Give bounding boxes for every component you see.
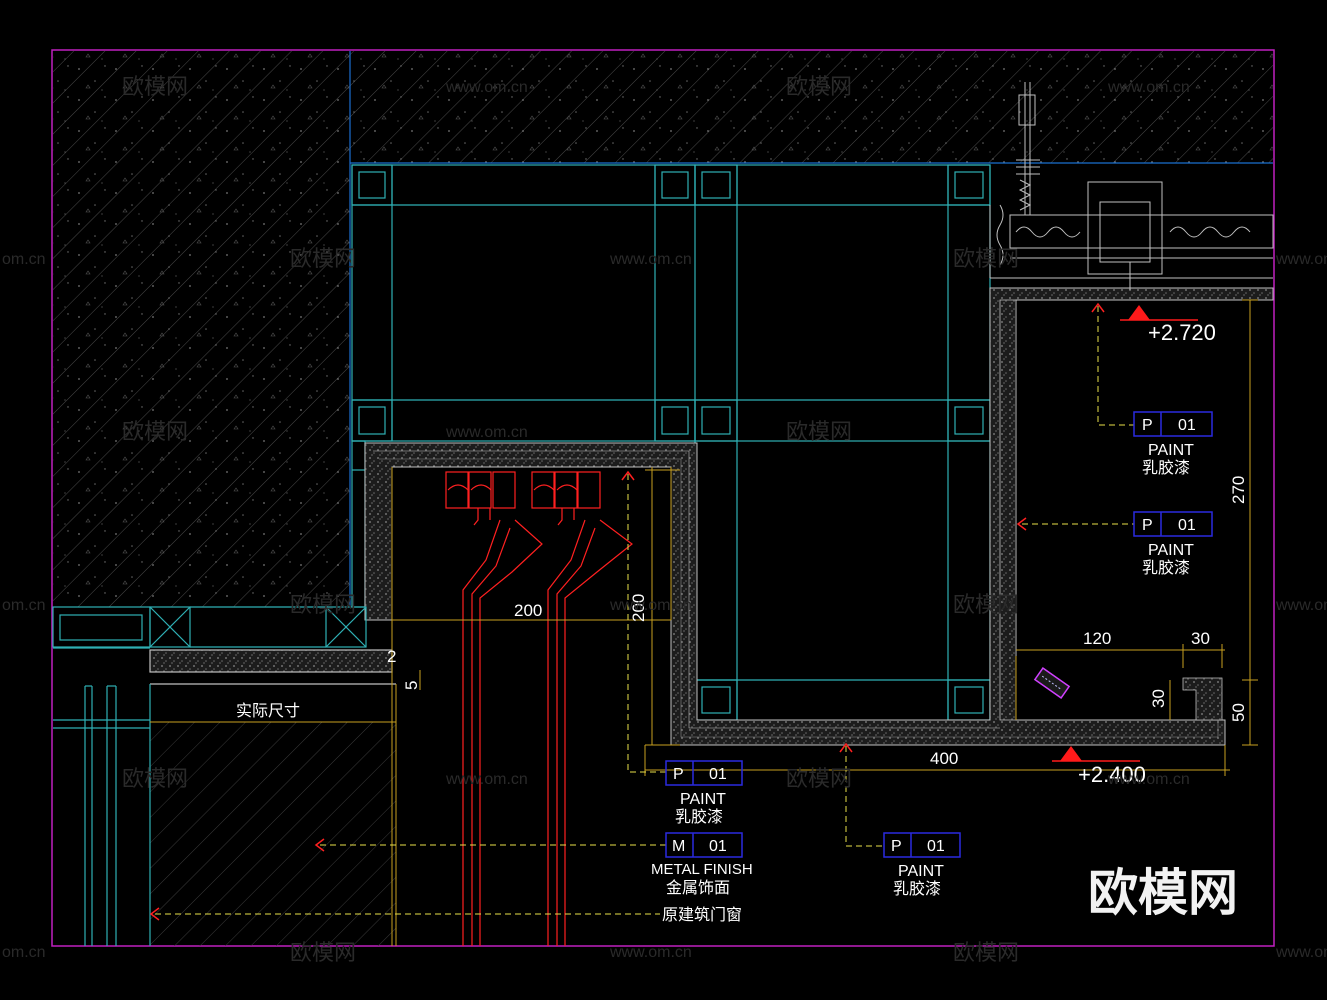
svg-text:欧模网: 欧模网 xyxy=(953,593,1019,618)
svg-text:www.om.cn: www.om.cn xyxy=(609,251,692,268)
callout-number: 01 xyxy=(709,766,727,783)
dim-400: 400 xyxy=(930,749,958,768)
callout-english: PAINT xyxy=(680,791,726,808)
level-marker-lower: +2.400 xyxy=(1052,746,1146,787)
steel-frame xyxy=(351,164,991,721)
concrete-structure xyxy=(53,51,1273,946)
dim-30-side: 30 xyxy=(1149,689,1168,708)
leader-arrows xyxy=(149,302,1105,921)
svg-text:欧模网: 欧模网 xyxy=(786,767,852,792)
callout-tag-paint-3: P 01 PAINT 乳胶漆 xyxy=(665,760,743,826)
svg-text:om.cn: om.cn xyxy=(2,251,46,268)
svg-text:om.cn: om.cn xyxy=(2,944,46,961)
callout-chinese: 乳胶漆 xyxy=(1142,558,1190,577)
svg-text:欧模网: 欧模网 xyxy=(786,420,852,445)
callout-chinese: 乳胶漆 xyxy=(893,879,941,898)
svg-text:www.om.cn: www.om.cn xyxy=(1275,597,1327,614)
callout-chinese: 乳胶漆 xyxy=(1142,458,1190,477)
svg-text:www.om.cn: www.om.cn xyxy=(1107,79,1190,96)
svg-text:om.cn: om.cn xyxy=(2,597,46,614)
board-cladding xyxy=(364,287,1274,746)
svg-text:欧模网: 欧模网 xyxy=(953,941,1019,966)
callout-chinese: 金属饰面 xyxy=(666,878,730,897)
svg-text:www.om.cn: www.om.cn xyxy=(609,597,692,614)
svg-text:www.om.cn: www.om.cn xyxy=(609,944,692,961)
callout-code: P xyxy=(673,766,684,783)
svg-text:www.om.cn: www.om.cn xyxy=(1275,251,1327,268)
svg-text:欧模网: 欧模网 xyxy=(786,75,852,100)
callout-english: METAL FINISH xyxy=(651,861,753,878)
level-marker-upper: +2.720 xyxy=(1120,305,1216,345)
window-frame xyxy=(52,606,396,946)
dim-2: 2 xyxy=(387,647,396,666)
svg-text:www.om.cn: www.om.cn xyxy=(1275,944,1327,961)
callout-code: M xyxy=(672,838,685,855)
svg-text:欧模网: 欧模网 xyxy=(122,767,188,792)
svg-text:欧模网: 欧模网 xyxy=(122,420,188,445)
level-lower-label: +2.400 xyxy=(1078,762,1146,787)
dim-270: 270 xyxy=(1229,476,1248,504)
callout-number: 01 xyxy=(1178,417,1196,434)
callout-number: 01 xyxy=(1178,517,1196,534)
dim-30-top: 30 xyxy=(1191,629,1210,648)
svg-text:欧模网: 欧模网 xyxy=(122,75,188,100)
svg-text:www.om.cn: www.om.cn xyxy=(445,79,528,96)
dim-200-vertical: 200 xyxy=(629,594,648,622)
site-logo: 欧模网 xyxy=(1088,864,1238,922)
callout-number: 01 xyxy=(927,838,945,855)
callout-tag-metal: M 01 METAL FINISH 金属饰面 xyxy=(651,832,753,897)
svg-text:www.om.cn: www.om.cn xyxy=(445,771,528,788)
svg-text:欧模网: 欧模网 xyxy=(290,593,356,618)
curtain-assembly xyxy=(445,471,633,946)
svg-text:欧模网: 欧模网 xyxy=(290,941,356,966)
callout-code: P xyxy=(1142,517,1153,534)
dim-5: 5 xyxy=(402,681,421,690)
callout-chinese: 乳胶漆 xyxy=(675,807,723,826)
callout-english: PAINT xyxy=(1148,442,1194,459)
svg-text:www.om.cn: www.om.cn xyxy=(1107,771,1190,788)
drawing-border xyxy=(51,49,1275,947)
dimension-texts: 200 200 2 5 实际尺寸 120 30 30 270 50 400 xyxy=(236,476,1248,768)
callout-code: P xyxy=(891,838,902,855)
callout-leaders xyxy=(155,306,1134,915)
dim-120: 120 xyxy=(1083,629,1111,648)
callout-tag-paint-2: P 01 PAINT 乳胶漆 xyxy=(1133,511,1213,577)
callout-number: 01 xyxy=(709,838,727,855)
callout-tag-paint-4: P 01 PAINT 乳胶漆 xyxy=(883,832,961,898)
ceiling-suspension xyxy=(989,82,1274,290)
svg-text:欧模网: 欧模网 xyxy=(290,247,356,272)
callout-tag-paint-1: P 01 PAINT 乳胶漆 xyxy=(1133,411,1213,477)
dim-200-horizontal: 200 xyxy=(514,601,542,620)
level-upper-label: +2.720 xyxy=(1148,320,1216,345)
callout-english: PAINT xyxy=(898,863,944,880)
svg-text:欧模网: 欧模网 xyxy=(953,247,1019,272)
dim-actual-size: 实际尺寸 xyxy=(236,701,300,720)
callout-english: PAINT xyxy=(1148,542,1194,559)
svg-text:www.om.cn: www.om.cn xyxy=(445,424,528,441)
watermarks: 欧模网 www.om.cn 欧模网 www.om.cn om.cn 欧模网 ww… xyxy=(2,75,1327,966)
note-original-window: 原建筑门窗 xyxy=(662,905,742,924)
dim-50: 50 xyxy=(1229,703,1248,722)
callout-code: P xyxy=(1142,417,1153,434)
